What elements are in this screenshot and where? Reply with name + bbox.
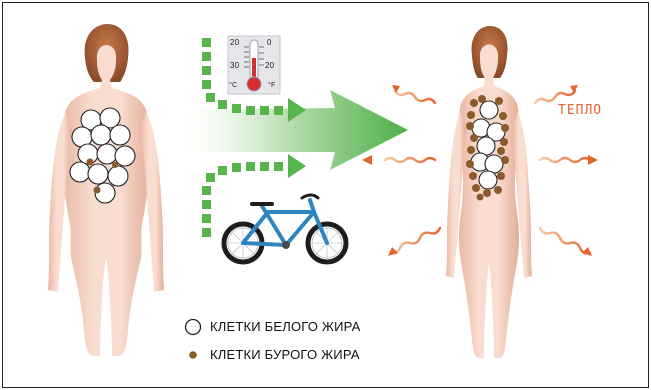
heat-wave-lower-left <box>390 228 440 253</box>
heat-label: ТЕПЛО <box>558 103 602 118</box>
thermometer-scale-c-bottom: 30 <box>230 61 239 70</box>
bicycle-icon <box>224 195 346 262</box>
heat-wave-mid-right <box>540 158 590 162</box>
heat-wave-upper-left <box>395 91 435 103</box>
legend-white-fat-marker <box>186 320 201 335</box>
heat-wave-upper-right <box>535 91 575 103</box>
thermometer-scale-c-top: 20 <box>230 38 239 47</box>
legend-brown-fat-marker <box>189 351 197 359</box>
thermometer-unit-c: °C <box>229 82 237 89</box>
thermometer-unit-f: °F <box>268 82 275 89</box>
legend-white-fat-label: КЛЕТКИ БЕЛОГО ЖИРА <box>210 319 361 334</box>
thermometer-scale-f-top: 0 <box>267 38 272 47</box>
heat-wave-mid-left <box>385 158 435 162</box>
heat-wave-lower-right <box>540 228 590 253</box>
thermometer-scale-f-bottom: 20 <box>265 61 274 70</box>
legend-brown-fat-label: КЛЕТКИ БУРОГО ЖИРА <box>210 347 360 362</box>
right-body <box>459 45 519 359</box>
